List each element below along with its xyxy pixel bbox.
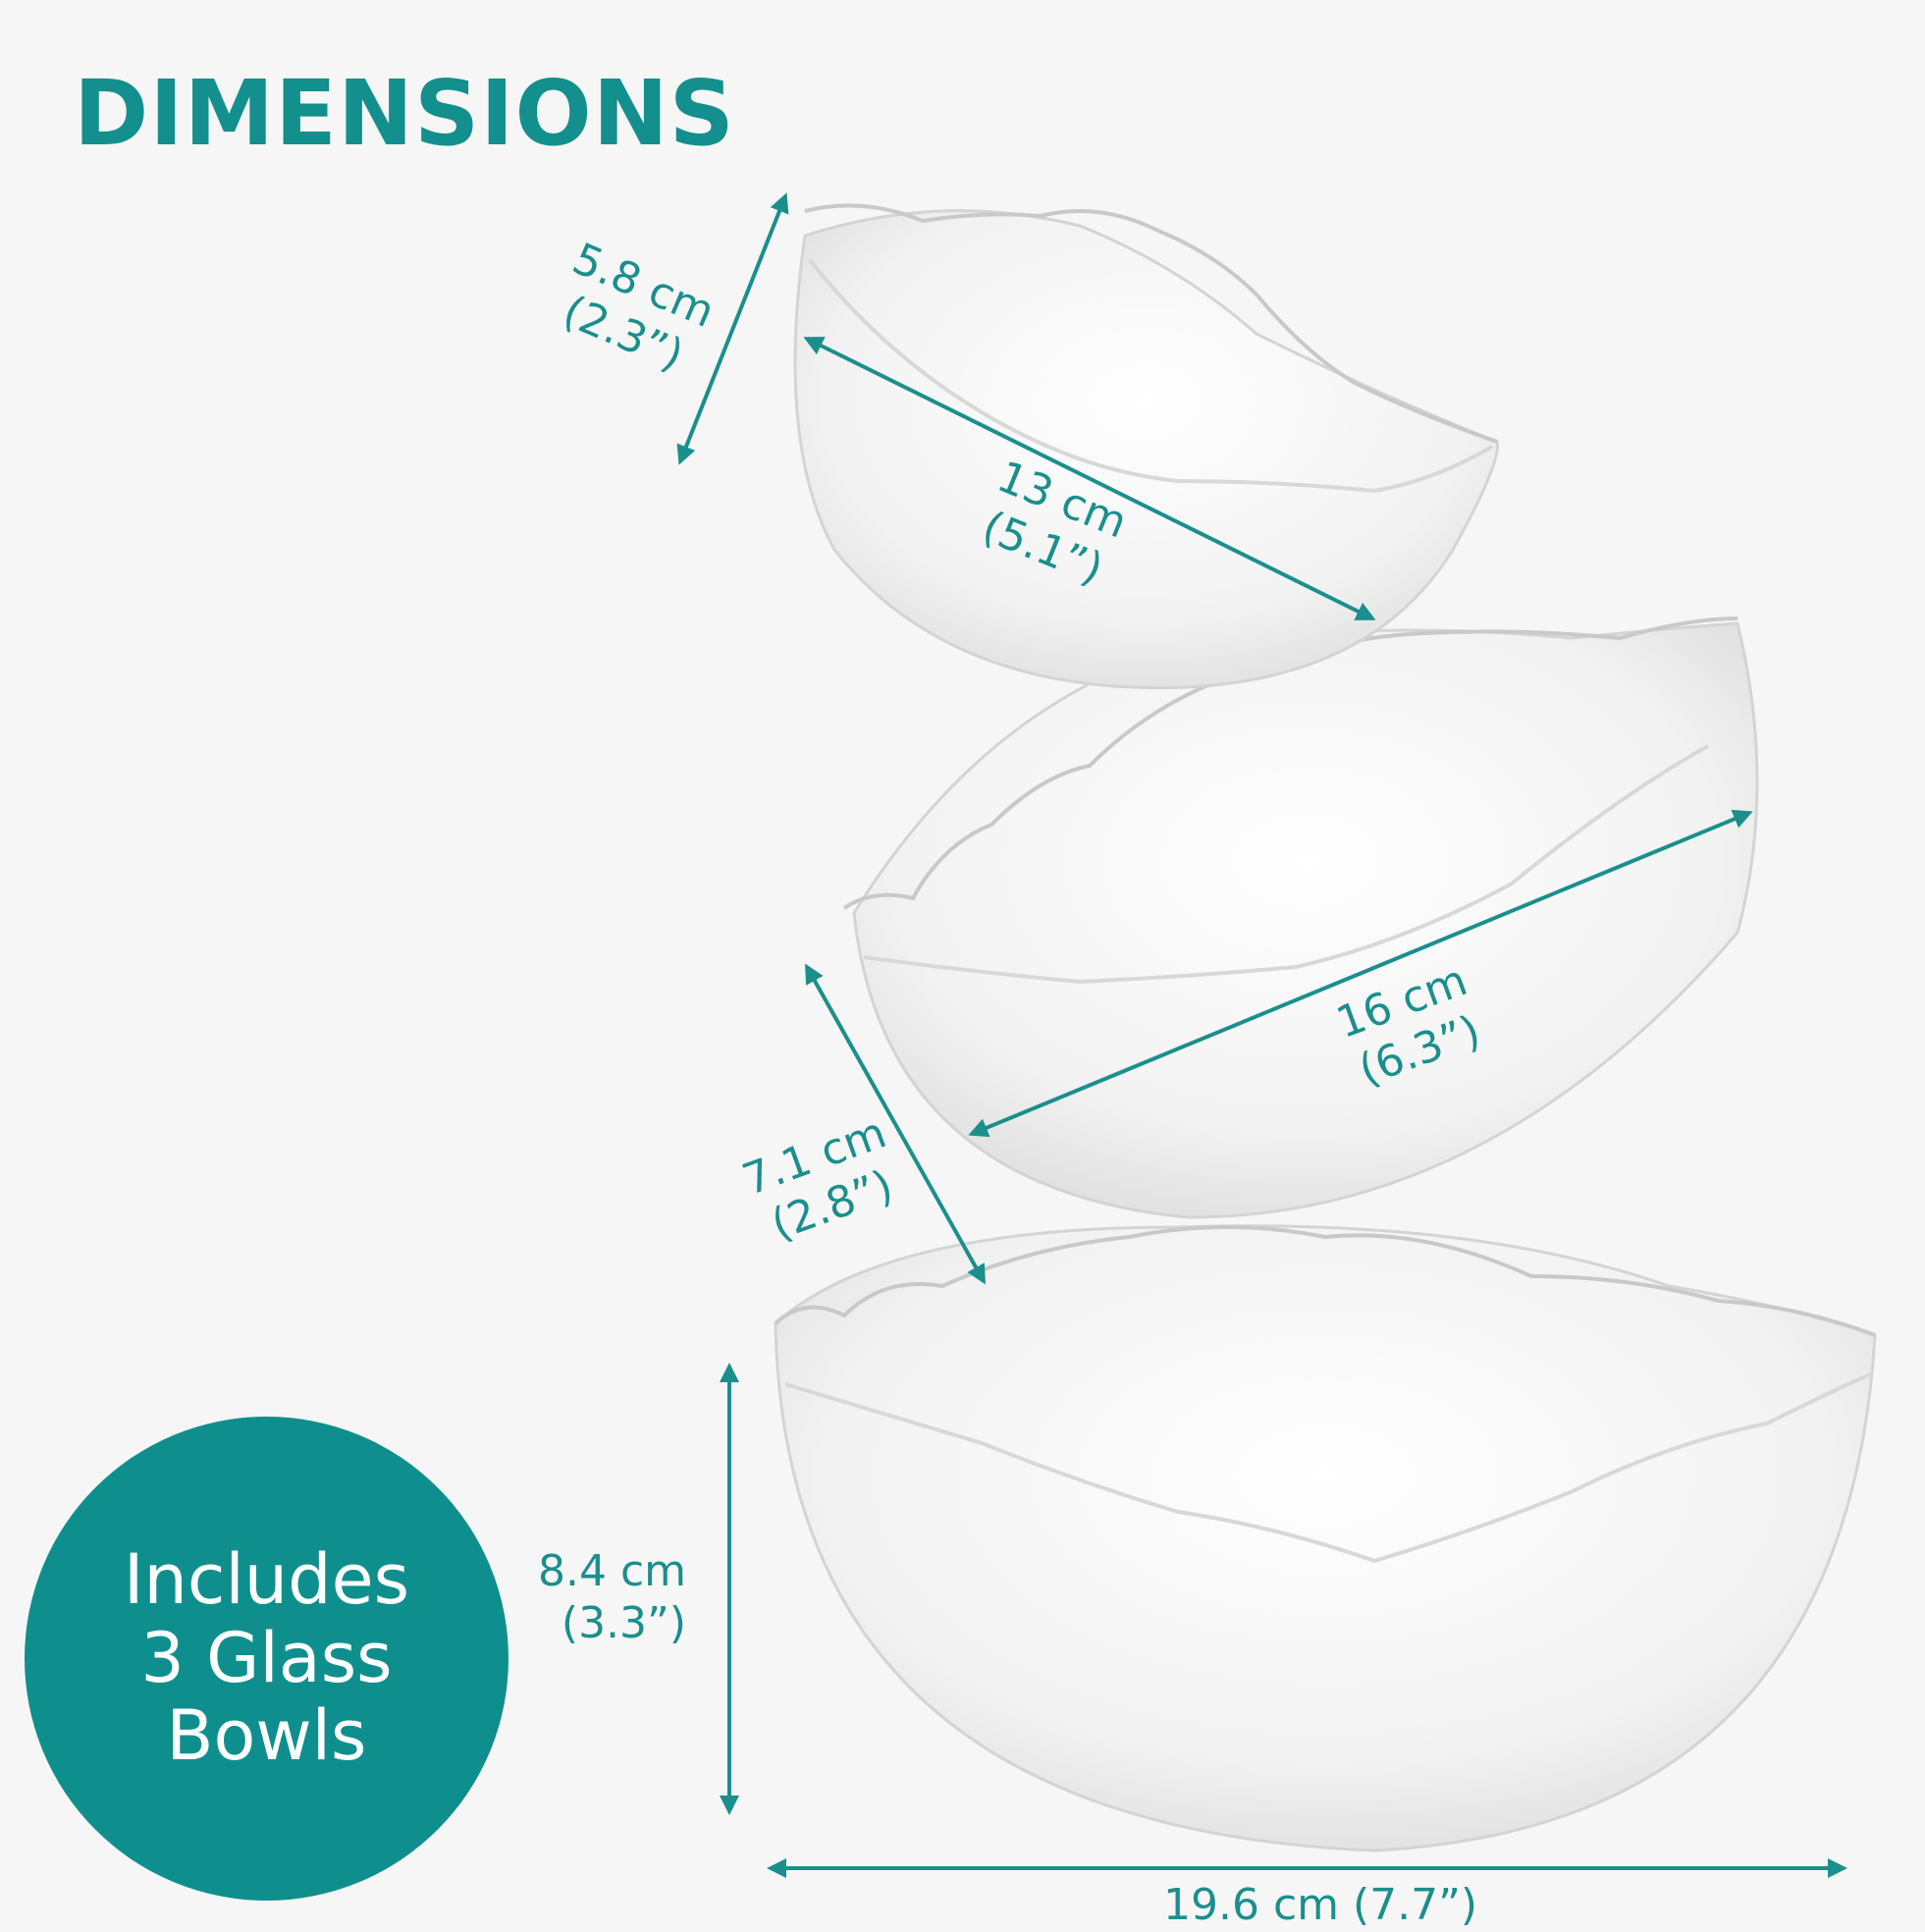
- small-bowl: [793, 203, 1499, 690]
- badge-line-1: Includes: [123, 1538, 410, 1620]
- large-height-cm: 8.4 cm: [538, 1546, 687, 1596]
- includes-badge: Includes 3 Glass Bowls: [25, 1417, 508, 1901]
- small-diameter-arrow: [803, 337, 1376, 620]
- medium-bowl: [842, 617, 1759, 1219]
- large-height-in: (3.3”): [561, 1597, 687, 1648]
- medium-height-arrow: [805, 963, 986, 1285]
- medium-diameter-arrow: [968, 809, 1753, 1138]
- badge-line-3: Bowls: [166, 1695, 367, 1777]
- small-height-arrow: [676, 192, 789, 465]
- large-width-label: 19.6 cm (7.7”): [1163, 1880, 1478, 1930]
- large-height-label: 8.4 cm (3.3”): [538, 1546, 686, 1650]
- large-bowl: [774, 1224, 1877, 1852]
- page-title: DIMENSIONS: [74, 61, 735, 166]
- dimension-arrows: [676, 192, 1847, 1878]
- badge-line-2: 3 Glass: [140, 1617, 393, 1698]
